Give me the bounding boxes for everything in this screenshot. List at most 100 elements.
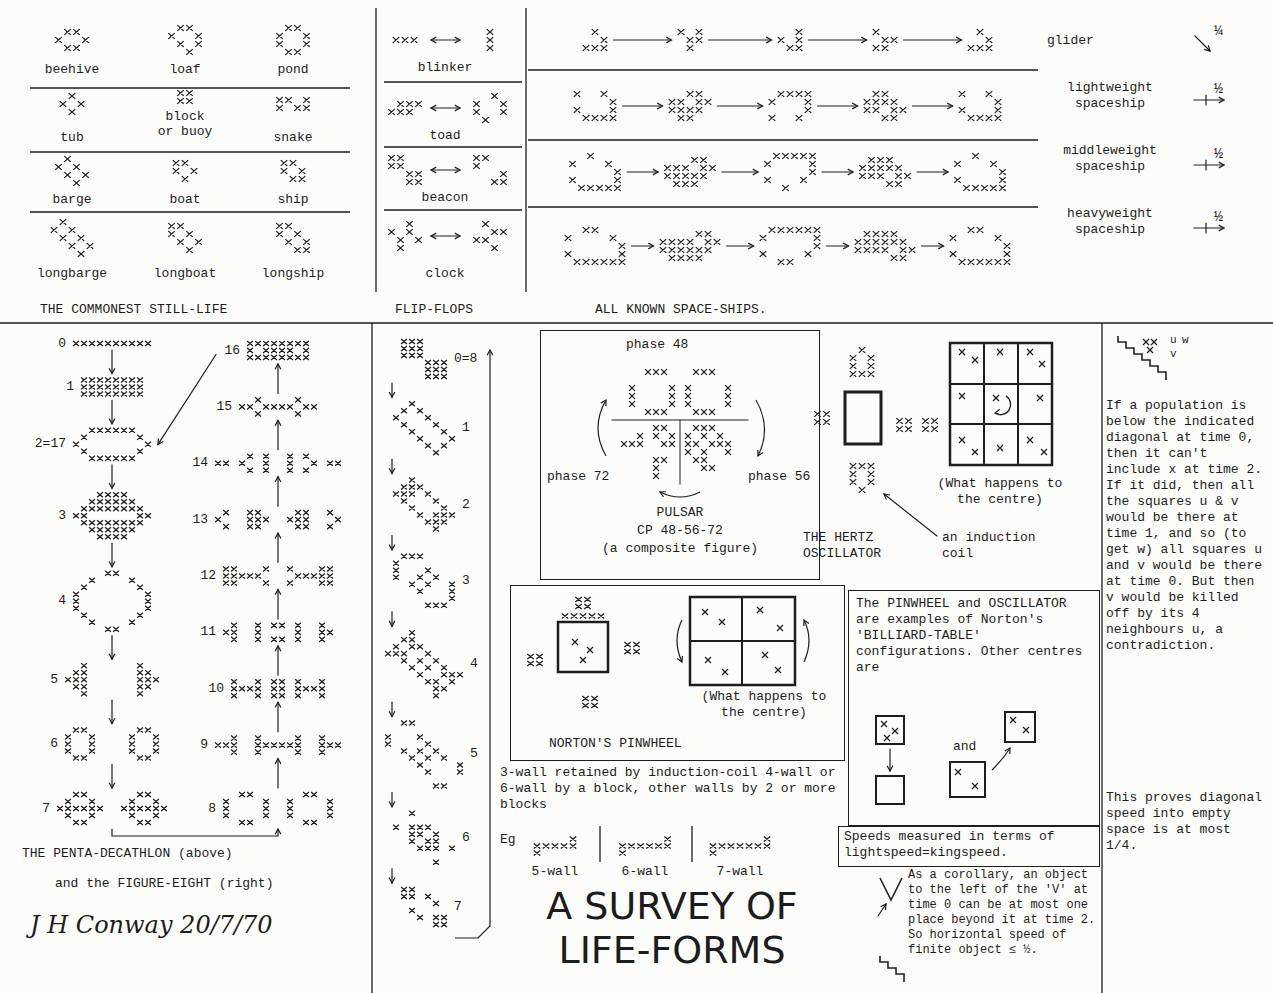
arrow-head [109, 561, 115, 566]
arrow-head [887, 766, 893, 771]
life-cell-marks [73, 492, 151, 539]
generation-number: 11 [200, 624, 216, 640]
arrow-head [109, 654, 115, 659]
generation-number: 3 [58, 508, 66, 524]
cell-letter: w [1182, 334, 1189, 346]
generation-number: 7 [42, 801, 50, 817]
arrow-line [727, 245, 754, 246]
life-cell-marks [850, 347, 874, 377]
life-cell-marks [850, 463, 874, 493]
arrow-line [111, 543, 112, 566]
life-cell-marks [565, 227, 625, 265]
billiard-centre [950, 762, 985, 797]
life-cell-marks [669, 91, 711, 121]
arrow-line [111, 636, 112, 659]
life-cell-marks [73, 428, 151, 461]
arrow-head [158, 438, 163, 444]
panel-text: The PINWHEEL and OSCILLATOR are examples… [856, 596, 1092, 676]
arrow-head [275, 364, 281, 369]
life-cell-marks [527, 654, 542, 666]
life-cell-marks [223, 792, 333, 825]
life-cell-marks [873, 29, 897, 51]
billiard-centre [876, 716, 904, 744]
arrow-head [843, 243, 848, 249]
arrow-line [680, 420, 681, 484]
panel-text: NORTON'S PINWHEEL [549, 736, 682, 752]
pattern-name: block or buoy [154, 109, 216, 139]
generation-number: 0=8 [454, 351, 477, 367]
life-cell-marks [619, 836, 670, 855]
arrow-head [848, 169, 853, 175]
section-heading: ALL KNOWN SPACE-SHIPS. [595, 302, 767, 318]
life-cell-marks [81, 377, 143, 396]
arrow-line [827, 245, 849, 246]
rule-line [528, 206, 1038, 207]
arrow-head [455, 37, 460, 43]
arrow-line [1205, 160, 1206, 170]
arrow-head [455, 167, 460, 173]
speed-value: ½ [1214, 82, 1223, 98]
rule-line [30, 211, 350, 212]
life-cell-marks [73, 341, 151, 346]
life-cell-marks [950, 227, 1010, 265]
arrow-line [1194, 99, 1224, 100]
life-cell-marks [51, 219, 93, 257]
spaceship-name: lightweight spaceship [1040, 80, 1180, 112]
arrow-line [431, 169, 460, 170]
pattern-name: longship [262, 266, 324, 282]
life-cell-marks [168, 25, 201, 55]
arrow-head [947, 103, 952, 109]
life-cell-marks [473, 155, 506, 185]
arrow-head [109, 419, 115, 424]
arrow-head [758, 450, 763, 456]
life-cell-marks [215, 736, 341, 755]
arrow-line [809, 39, 867, 40]
generation-number: 5 [470, 746, 478, 762]
life-cell-marks [664, 157, 715, 187]
arrow-head [943, 169, 948, 175]
rule-line [528, 69, 1038, 70]
arrow-head [852, 103, 857, 109]
pattern-name: ship [277, 192, 308, 208]
life-cell-marks [702, 607, 783, 675]
arrow-head [275, 829, 281, 834]
arrow-line [878, 904, 886, 916]
life-cell-marks [223, 623, 333, 642]
rule-line [30, 151, 350, 152]
life-cell-marks [859, 157, 910, 187]
life-cell-marks [534, 836, 576, 855]
arrow-line [277, 420, 278, 449]
life-cell-marks [621, 369, 731, 479]
life-cell-marks [896, 418, 911, 432]
generation-number: 0 [58, 336, 66, 352]
generation-number: 7 [454, 899, 462, 915]
wall-label: 6-wall [622, 864, 669, 880]
arrow-line [277, 364, 278, 393]
life-cell-marks [959, 349, 1047, 455]
life-cell-marks [281, 160, 305, 182]
life-cell-marks [968, 29, 992, 51]
life-cell-marks [624, 642, 639, 654]
arrow-head [861, 37, 866, 43]
pattern-name: clock [425, 266, 464, 282]
arrow-line [1194, 164, 1224, 165]
life-cell-marks [55, 156, 88, 186]
arrow-line [660, 492, 700, 497]
arrow-line [1205, 95, 1206, 105]
arrow-line [627, 171, 658, 172]
generation-number: 9 [200, 737, 208, 753]
life-cell-marks [954, 153, 1005, 191]
panel-text: (a composite figure) [602, 541, 758, 557]
panel-text: CP 48-56-72 [637, 523, 723, 539]
arrow-head [455, 105, 460, 111]
figure-caption: THE HERTZ OSCILLATOR [803, 530, 903, 562]
centre-grid [950, 383, 1052, 385]
arrow-head [275, 590, 281, 595]
centre-grid [950, 343, 1052, 465]
arrow-head [389, 468, 395, 473]
pulsar-panel: phase 48phase 72phase 56PULSARCP 48-56-7… [540, 330, 820, 580]
rule-line [384, 209, 522, 210]
life-cell-marks [583, 29, 607, 51]
speed-value: ¼ [1214, 24, 1223, 40]
life-cell-marks [231, 679, 325, 698]
